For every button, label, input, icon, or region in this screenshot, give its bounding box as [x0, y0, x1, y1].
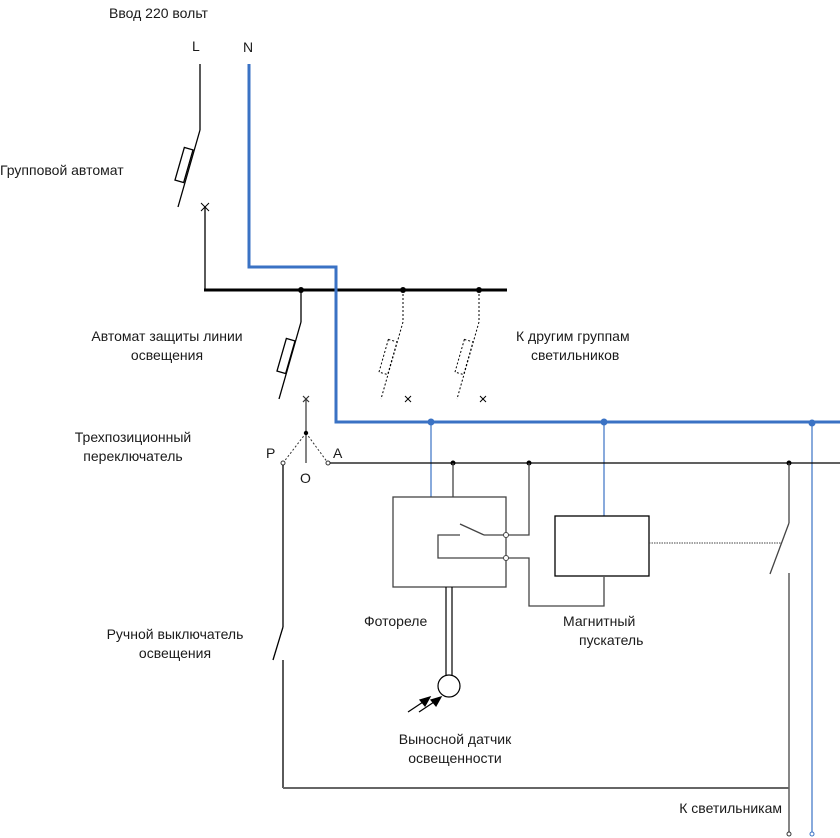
light-arrows-icon	[407, 696, 443, 713]
lighting-breaker	[276, 290, 302, 400]
sensor-label-line1: Выносной датчик	[398, 731, 512, 747]
three-position-switch-label-line2: переключатель	[83, 448, 183, 464]
diagram-title: Ввод 220 вольт	[109, 5, 208, 21]
sensor-cable	[437, 587, 461, 698]
switch-pivot	[303, 430, 309, 436]
manual-switch	[272, 465, 284, 788]
neutral-taps	[430, 422, 813, 832]
other-groups-label-line1: К другим группам	[516, 328, 630, 344]
group-breaker-label: Групповой автомат	[0, 162, 124, 178]
to-lamps-label: К светильникам	[679, 800, 782, 816]
neutral-label: N	[243, 39, 254, 55]
other-group-breaker-2	[454, 290, 480, 400]
manual-switch-label-line1: Ручной выключатель	[106, 626, 244, 642]
phase-label: L	[192, 38, 200, 54]
other-group-terminals	[404, 395, 487, 403]
three-position-switch-label-line1: Трехпозиционный	[74, 429, 192, 445]
position-o-label: О	[300, 470, 311, 486]
other-group-breaker-1	[378, 290, 404, 400]
phase-output-terminal	[786, 831, 792, 837]
photorelay-label: Фотореле	[364, 613, 428, 629]
terminal-p	[280, 460, 286, 466]
lighting-breaker-label-line2: освещения	[130, 347, 204, 363]
sensor-label-line2: освещенности	[408, 750, 502, 766]
magnetic-starter	[554, 515, 650, 577]
contactor-contact	[769, 463, 790, 832]
photorelay	[392, 463, 605, 607]
relay-terminal	[503, 532, 509, 538]
group-breaker	[174, 64, 210, 290]
position-p-label: Р	[266, 445, 276, 461]
terminal-a	[325, 460, 331, 466]
lighting-breaker-label-line1: Автомат защиты линии	[91, 328, 243, 344]
neutral-output-terminal	[809, 831, 815, 837]
magnetic-starter-label-line1: Магнитный	[563, 613, 636, 629]
position-a-label: А	[333, 445, 343, 461]
neutral-wire	[247, 64, 840, 424]
magnetic-starter-label-line2: пускатель	[579, 632, 644, 648]
manual-switch-label-line2: освещения	[138, 645, 212, 661]
relay-terminal	[503, 555, 509, 561]
three-position-switch	[282, 395, 329, 464]
other-groups-label-line2: светильников	[531, 347, 620, 363]
